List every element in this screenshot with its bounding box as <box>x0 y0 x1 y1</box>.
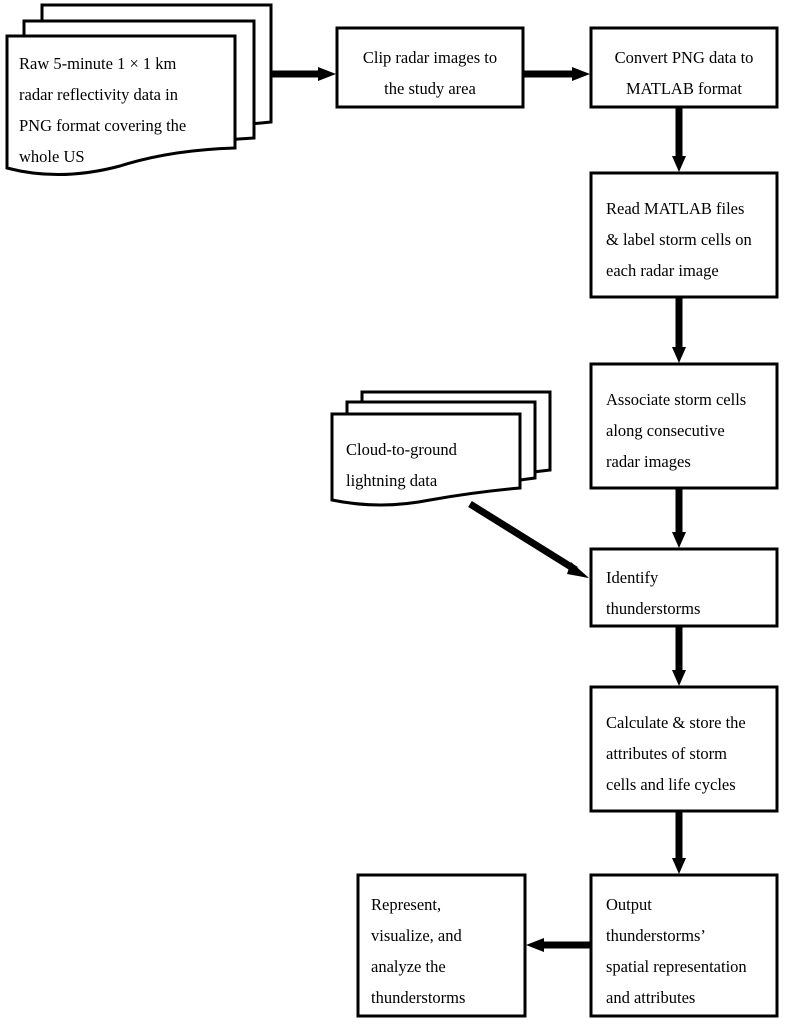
calculate-box <box>589 685 779 813</box>
associate-box <box>589 362 779 490</box>
convert-label: Convert PNG data to MATLAB format <box>614 48 754 98</box>
arrow-convert-to-read <box>672 107 686 172</box>
arrow-read-to-associate <box>672 297 686 363</box>
output-label: Output thunderstorms’ spatial representa… <box>606 895 747 1007</box>
arrow-lightning-to-identify <box>468 501 589 578</box>
arrow-output-to-represent <box>526 938 590 952</box>
convert-box <box>589 26 779 109</box>
output-box <box>589 873 779 1018</box>
raw-data-document-stack <box>5 3 273 177</box>
raw-data-doc-front <box>5 34 237 177</box>
lightning-label: Cloud-to-ground lightning data <box>346 440 457 490</box>
represent-label: Represent, visualize, and analyze the th… <box>371 895 466 1007</box>
identify-label: Identify thunderstorms <box>606 568 701 618</box>
lightning-doc-front <box>330 412 522 507</box>
associate-label: Associate storm cells along consecutive … <box>606 390 747 471</box>
lightning-data-document-stack <box>330 390 552 507</box>
identify-box <box>589 547 779 628</box>
clip-box <box>335 26 525 109</box>
clip-label: Clip radar images to the study area <box>362 48 498 98</box>
arrow-identify-to-calculate <box>672 626 686 686</box>
arrow-raw-to-clip <box>272 67 336 81</box>
represent-box <box>356 873 527 1018</box>
arrow-associate-to-identify <box>672 488 686 548</box>
arrow-calculate-to-output <box>672 811 686 874</box>
read-label-box <box>589 171 779 299</box>
calculate-label: Calculate & store the attributes of stor… <box>606 713 746 794</box>
read-label-label: Read MATLAB files & label storm cells on… <box>606 199 752 280</box>
raw-data-label: Raw 5-minute 1 × 1 km radar reflectivity… <box>19 54 187 166</box>
arrow-clip-to-convert <box>523 67 590 81</box>
